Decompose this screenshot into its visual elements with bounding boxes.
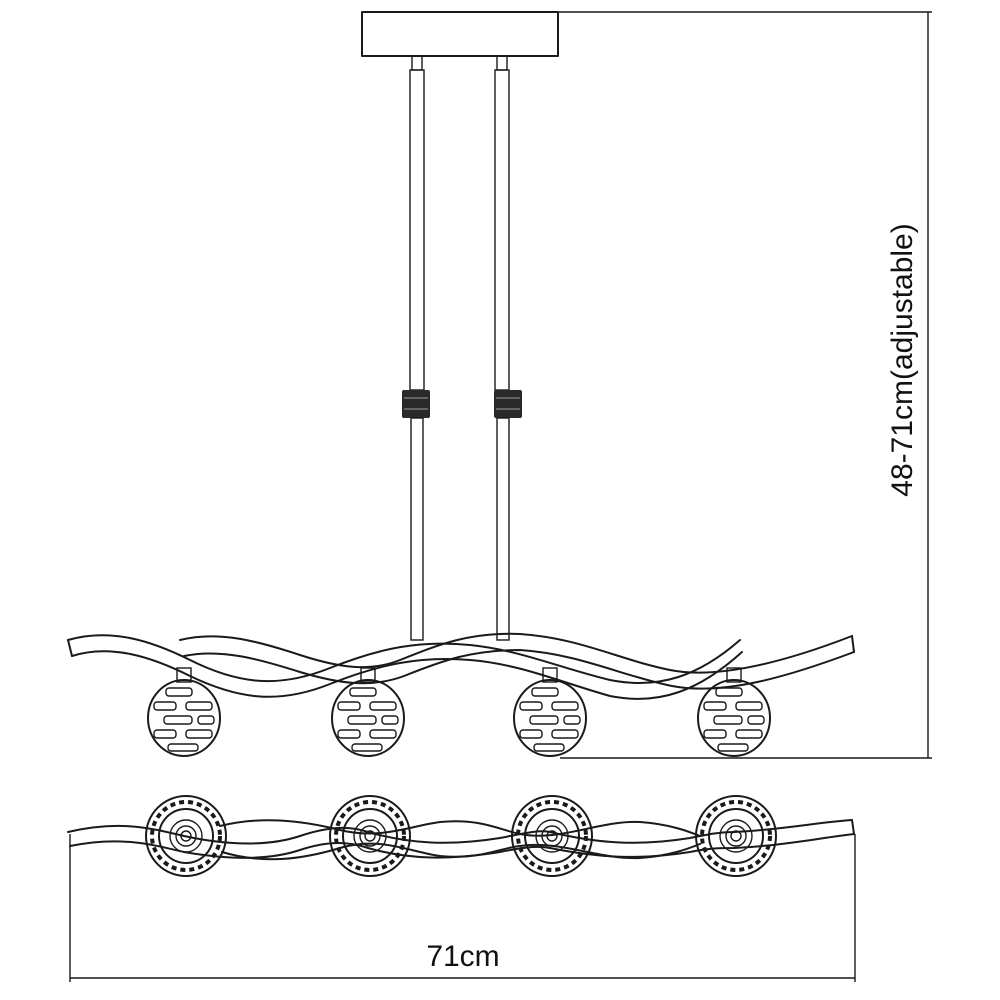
suspension-rod-right — [494, 55, 522, 641]
width-dimension — [69, 834, 856, 982]
lamp-shade-3 — [513, 667, 587, 757]
height-dimension — [558, 11, 932, 759]
lamp-top-view-4 — [695, 795, 777, 877]
lamp-shade-4 — [697, 667, 771, 757]
suspension-rod-left — [402, 55, 430, 641]
width-dimension-label: 71cm — [426, 940, 499, 973]
height-dimension-label: 48-71cm(adjustable) — [886, 223, 919, 496]
lamp-top-view-2 — [329, 795, 411, 877]
lamp-shade-2 — [331, 667, 405, 757]
lamp-top-view-3 — [511, 795, 593, 877]
wavy-arm-front — [67, 634, 743, 700]
lamp-top-view-1 — [145, 795, 227, 877]
ceiling-canopy — [361, 11, 559, 57]
lamp-shade-1 — [147, 667, 221, 757]
